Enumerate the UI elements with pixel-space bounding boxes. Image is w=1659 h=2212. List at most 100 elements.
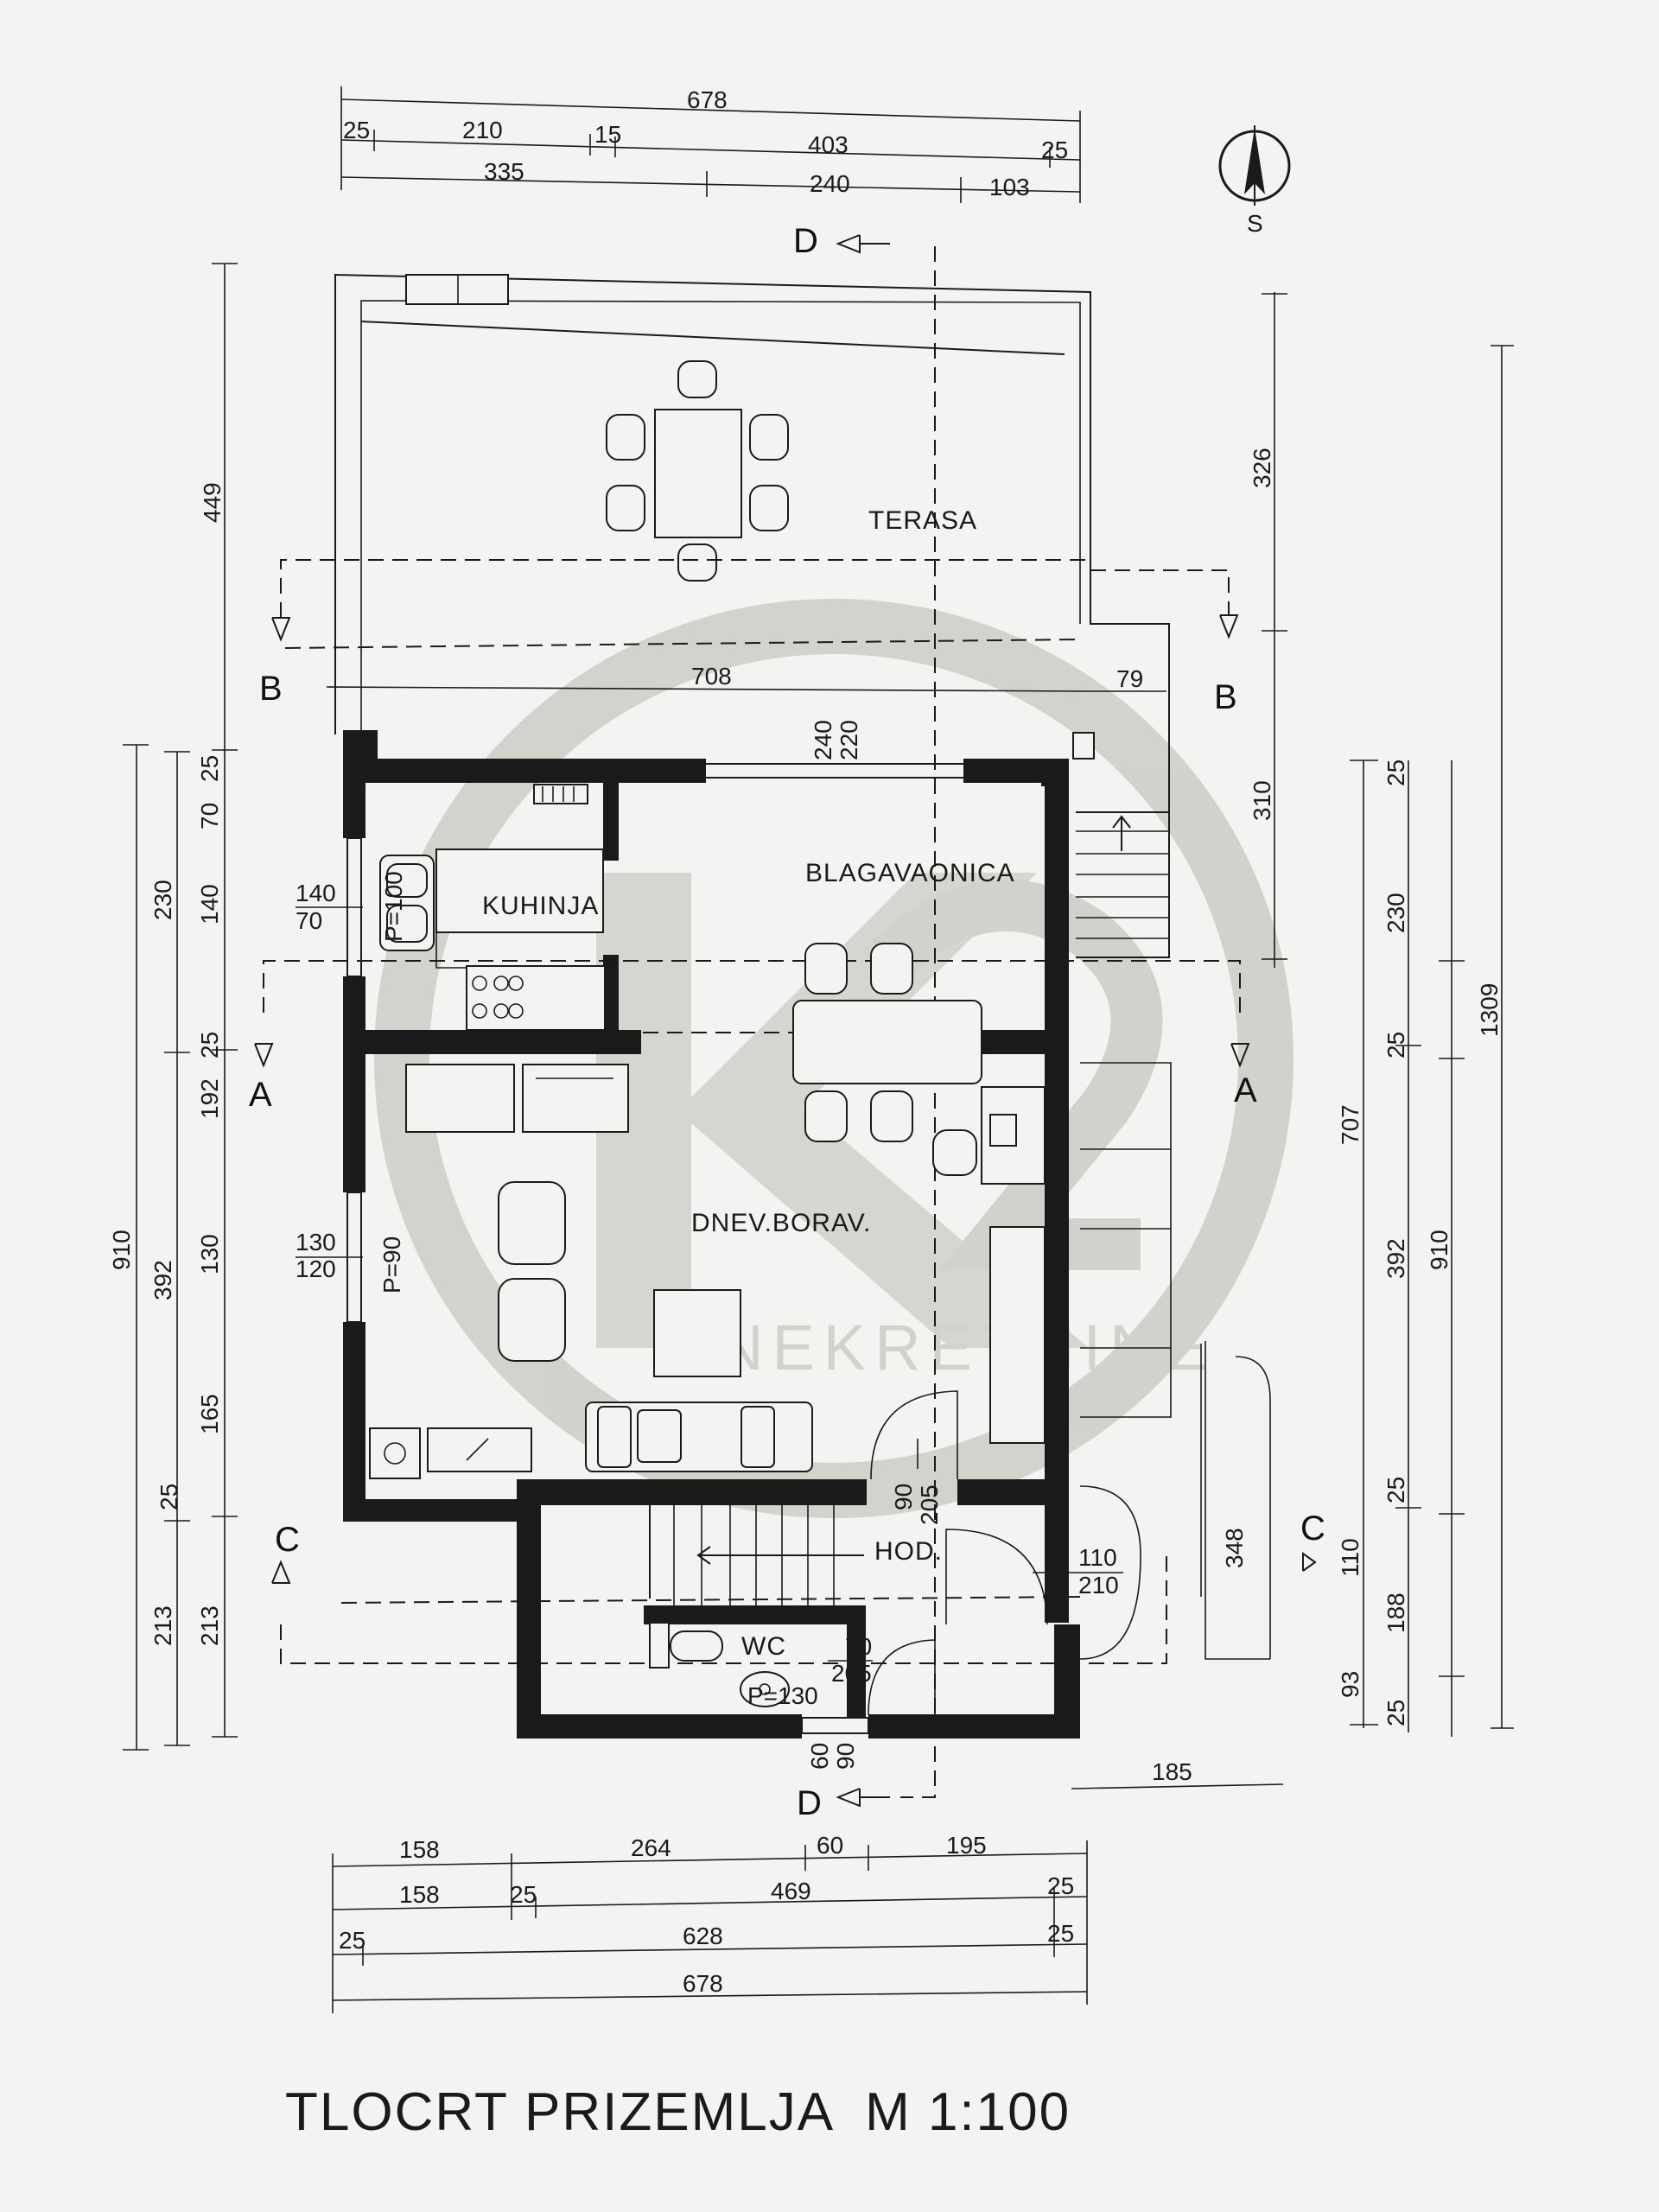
drawing-title: TLOCRT PRIZEMLJA M 1:100 <box>285 2082 1071 2142</box>
dim-right-25b: 25 <box>1382 1032 1409 1058</box>
dim-bottom-r2-2: 25 <box>510 1881 537 1908</box>
dim-door-wc-205: 205 <box>831 1660 872 1687</box>
dim-window-kuh-p: P=100 <box>380 871 407 942</box>
terrace: TERASA <box>334 273 1170 957</box>
section-marker-c-left: C <box>275 1521 300 1559</box>
dim-bottom-r1-3: 60 <box>817 1832 843 1859</box>
room-label-blagavaonica: BLAGAVAONICA <box>805 859 1015 887</box>
dim-terrace-width: 708 <box>691 663 732 690</box>
north-arrow-label: S <box>1247 210 1263 237</box>
doors <box>868 1390 1048 1716</box>
section-marker-c-right: C <box>1300 1510 1325 1548</box>
dim-right-326: 326 <box>1249 448 1275 488</box>
dim-bottom-r1-4: 195 <box>946 1832 987 1859</box>
dim-window-dn-120: 120 <box>296 1255 336 1282</box>
dim-bottom-total: 678 <box>683 1970 723 1997</box>
dim-right-110: 110 <box>1337 1538 1363 1577</box>
dim-door-ext-210: 210 <box>1078 1572 1119 1599</box>
dim-bottom-r1-2: 264 <box>631 1834 671 1861</box>
dim-window-blag-220: 220 <box>836 720 862 760</box>
room-label-terasa: TERASA <box>868 506 977 535</box>
dimensions-top: 678 25 210 15 403 25 335 240 103 <box>340 86 1081 203</box>
dim-top-r2-2: 210 <box>462 117 503 143</box>
living-furniture <box>369 1064 813 1479</box>
dim-door-hod-205: 205 <box>916 1484 943 1525</box>
north-arrow-icon: S <box>1218 125 1291 237</box>
dim-right-707: 707 <box>1337 1104 1363 1145</box>
dim-left-25b: 25 <box>196 1032 223 1058</box>
dim-top-r3-2: 240 <box>810 170 850 197</box>
dim-right-188: 188 <box>1382 1592 1409 1633</box>
wc-fixtures <box>649 1622 790 1707</box>
dim-bottom-r2-1: 158 <box>399 1881 440 1908</box>
dimensions-left: 449 910 230 392 213 25 70 140 25 192 130… <box>108 263 238 1751</box>
dim-door-wc-70: 70 <box>845 1633 872 1660</box>
building-walls <box>343 730 1080 1738</box>
dim-left-230: 230 <box>149 880 176 920</box>
dim-bottom-r2-4: 25 <box>1047 1872 1074 1899</box>
dim-left-140: 140 <box>196 884 223 925</box>
dining-furniture <box>792 943 1046 1444</box>
dimensions-inline: 708 79 240 220 140 70 P=100 130 120 P=90… <box>296 663 1166 1770</box>
dim-left-25c: 25 <box>156 1484 182 1510</box>
dim-left-449: 449 <box>199 482 226 523</box>
dim-top-r3-3: 103 <box>989 174 1030 200</box>
dim-right-25a: 25 <box>1382 760 1409 786</box>
dim-bottom-r3-1: 25 <box>339 1927 365 1954</box>
section-marker-d-bottom: D <box>797 1784 822 1822</box>
dim-left-165: 165 <box>196 1394 223 1434</box>
kitchen-fixtures <box>379 784 606 1031</box>
section-markers: B B A A C C D D <box>249 222 1325 1822</box>
dimensions-right: 326 310 348 25 230 25 392 25 188 25 707 … <box>1071 292 1514 1789</box>
stairs <box>649 811 1271 1660</box>
room-labels: KUHINJA BLAGAVAONICA DNEV.BORAV. HOD. WC <box>482 859 1015 1661</box>
dim-top-r2-1: 25 <box>343 117 370 143</box>
dim-right-230: 230 <box>1382 893 1409 933</box>
section-marker-b-right: B <box>1214 678 1237 716</box>
dim-window-dn-130: 130 <box>296 1229 336 1255</box>
dim-door-wc-p: P=130 <box>747 1682 818 1709</box>
dim-left-130: 130 <box>196 1234 223 1274</box>
dim-top-total: 678 <box>687 86 728 113</box>
dim-door-wc-90: 90 <box>832 1743 859 1770</box>
dim-right-392: 392 <box>1382 1238 1409 1279</box>
room-label-hodnik: HOD. <box>874 1537 943 1566</box>
dim-right-348: 348 <box>1221 1528 1248 1568</box>
dim-left-70: 70 <box>196 803 223 830</box>
dim-top-r3-1: 335 <box>484 158 524 185</box>
dim-bottom-r3-2: 628 <box>683 1923 723 1949</box>
dim-window-kuh-70: 70 <box>296 907 322 934</box>
room-label-kuhinja: KUHINJA <box>482 892 599 920</box>
dim-right-1309: 1309 <box>1476 983 1503 1037</box>
dim-left-192: 192 <box>196 1078 223 1119</box>
dim-left-213a: 213 <box>149 1605 176 1646</box>
dim-terrace-offset: 79 <box>1116 665 1143 692</box>
dim-top-r2-4: 403 <box>808 131 849 158</box>
dim-top-r2-5: 25 <box>1041 137 1068 163</box>
dim-door-ext-110: 110 <box>1078 1544 1117 1571</box>
room-label-wc: WC <box>741 1632 786 1661</box>
dim-left-392: 392 <box>149 1260 176 1300</box>
section-marker-a-left: A <box>249 1076 272 1114</box>
dim-top-r2-3: 15 <box>594 121 621 148</box>
dim-bottom-r3-3: 25 <box>1047 1920 1074 1947</box>
dim-window-dn-p: P=90 <box>378 1236 405 1294</box>
section-marker-d-top: D <box>793 222 818 260</box>
dim-bottom-r2-3: 469 <box>771 1878 811 1904</box>
dim-right-93: 93 <box>1337 1671 1363 1698</box>
dim-left-910: 910 <box>108 1230 135 1270</box>
dim-right-185: 185 <box>1152 1758 1192 1785</box>
dim-door-hod-90: 90 <box>890 1484 917 1510</box>
dim-right-25d: 25 <box>1382 1700 1409 1726</box>
dimensions-bottom: 158 264 60 195 158 25 469 25 25 628 25 6… <box>332 1832 1088 2013</box>
dim-left-25a: 25 <box>196 755 223 782</box>
dim-window-blag-240: 240 <box>810 720 836 760</box>
dim-left-213b: 213 <box>196 1605 223 1646</box>
dim-bottom-r1-1: 158 <box>399 1836 440 1863</box>
dim-right-25c: 25 <box>1382 1477 1409 1503</box>
section-marker-a-right: A <box>1234 1071 1257 1109</box>
dim-door-wc-60: 60 <box>806 1743 833 1770</box>
room-label-dnevni-boravak: DNEV.BORAV. <box>691 1209 871 1237</box>
